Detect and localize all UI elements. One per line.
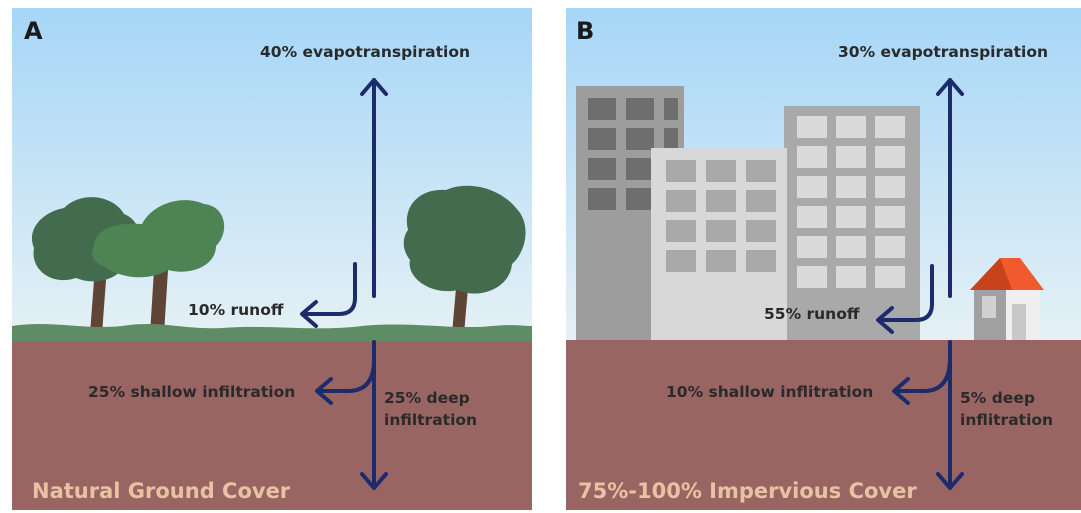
evapotranspiration-label: 40% evapotranspiration xyxy=(260,43,471,61)
deep-infiltration-label-line1: 5% deep xyxy=(960,389,1035,407)
shallow-infiltration-arrow xyxy=(315,358,376,405)
tree-right xyxy=(403,185,526,334)
deep-infiltration-label-line2: inflitration xyxy=(960,411,1054,429)
deep-infiltration-label-line1: 25% deep xyxy=(384,389,470,407)
soil xyxy=(12,342,532,510)
evapotranspiration-arrow xyxy=(936,78,964,298)
building-right xyxy=(784,106,920,346)
runoff-arrow xyxy=(876,264,934,334)
panel-letter: A xyxy=(24,17,43,45)
urban-scene xyxy=(566,8,1081,510)
natural-scene xyxy=(12,8,532,510)
shallow-infiltration-label: 25% shallow infiltration xyxy=(88,383,296,401)
soil xyxy=(566,340,1081,510)
cover-type-label: 75%-100% Impervious Cover xyxy=(578,479,917,503)
shallow-infiltration-arrow xyxy=(892,356,952,405)
runoff-label: 55% runoff xyxy=(764,305,860,323)
grass xyxy=(12,324,532,346)
deep-infiltration-label-line2: infiltration xyxy=(384,411,478,429)
evapotranspiration-arrow xyxy=(360,78,388,298)
runoff-label: 10% runoff xyxy=(188,301,284,319)
cover-type-label: Natural Ground Cover xyxy=(32,479,291,503)
panel-natural-ground-cover: A 40% evapotranspiration 10% runoff 25% … xyxy=(12,8,532,510)
panel-letter: B xyxy=(576,17,595,45)
shallow-infiltration-label: 10% shallow inflitration xyxy=(666,383,874,401)
panel-impervious-cover: B 30% evapotranspiration 55% runoff 10% … xyxy=(566,8,1081,510)
building-middle xyxy=(651,148,787,346)
evapotranspiration-label: 30% evapotranspiration xyxy=(838,43,1049,61)
runoff-arrow xyxy=(300,262,357,328)
tree-middle xyxy=(92,200,225,334)
house xyxy=(970,258,1044,346)
